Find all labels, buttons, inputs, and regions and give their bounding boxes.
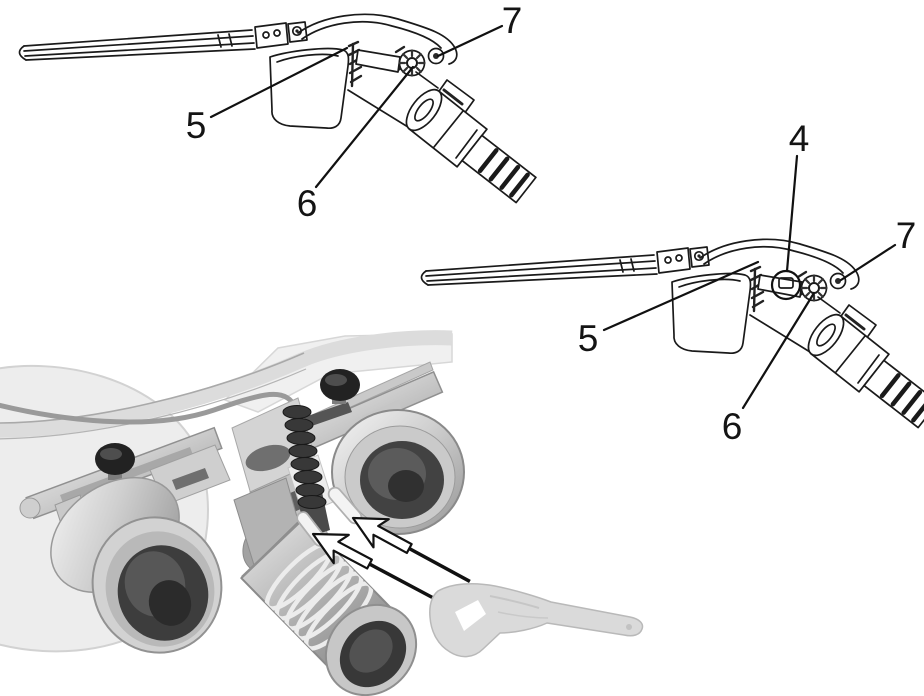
leader-line-4 bbox=[785, 154, 799, 273]
leader-line-5 bbox=[209, 46, 349, 119]
loupes-photo bbox=[0, 330, 471, 696]
leader-line-6 bbox=[314, 65, 415, 189]
line-drawing-middle-right: 4 5 6 7 bbox=[421, 118, 924, 447]
tool-hook-notch bbox=[455, 600, 486, 631]
white-arrow-upper bbox=[351, 516, 471, 584]
callout-6-label: 6 bbox=[722, 406, 743, 447]
callout-4-label: 4 bbox=[789, 118, 810, 159]
leader-line-7 bbox=[839, 243, 897, 282]
leader-line-5 bbox=[602, 260, 760, 332]
tool-hole bbox=[626, 624, 632, 630]
white-arrow-lower bbox=[311, 532, 434, 599]
callout-5-label: 5 bbox=[186, 105, 207, 146]
callout-5-label: 5 bbox=[578, 318, 599, 359]
callout-6-label: 6 bbox=[297, 183, 318, 224]
leader-line-6 bbox=[741, 291, 816, 410]
callout-7-label: 7 bbox=[502, 0, 523, 41]
right-loupe-barrel bbox=[331, 400, 465, 535]
light-cable bbox=[0, 391, 295, 425]
callout-7-label: 7 bbox=[896, 215, 917, 256]
line-drawing-top-left: 5 6 7 bbox=[19, 0, 535, 224]
leader-line-7 bbox=[436, 24, 504, 58]
removal-tool bbox=[429, 582, 644, 658]
headlight-barrel bbox=[233, 477, 418, 696]
browline-band bbox=[0, 330, 453, 438]
release-pin-right bbox=[329, 488, 361, 523]
circled-pin-detail bbox=[778, 277, 794, 289]
left-loupe-barrel bbox=[50, 476, 223, 654]
